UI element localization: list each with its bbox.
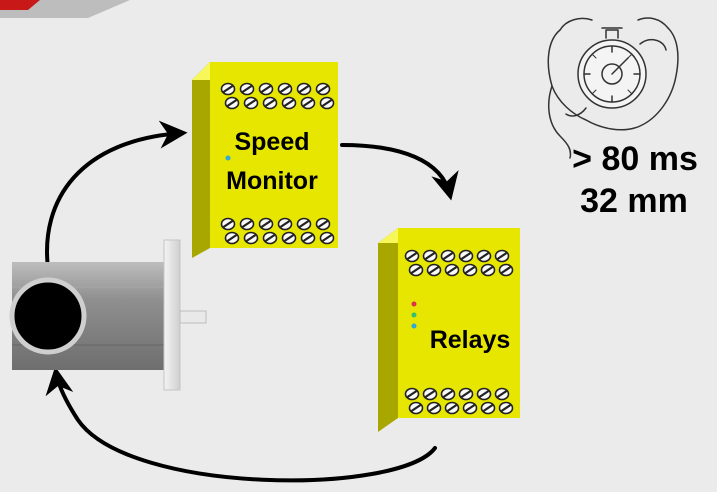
terminal-row-bottom — [220, 217, 335, 245]
terminal-screw — [224, 96, 240, 110]
terminal-screw — [408, 401, 424, 415]
relays-label: Relays — [430, 326, 511, 354]
terminal-screw — [315, 82, 331, 96]
corner-decoration — [0, 0, 130, 18]
status-led-cyan — [411, 323, 417, 329]
terminal-screw — [262, 231, 278, 245]
terminal-screw — [498, 263, 514, 277]
terminal-row-top — [404, 249, 514, 277]
stopping-distance-label: 32 mm — [580, 182, 688, 220]
terminal-screw — [315, 217, 331, 231]
terminal-screw — [239, 217, 255, 231]
speed-monitor-label-line1: Speed — [234, 128, 309, 156]
terminal-screw — [296, 217, 312, 231]
terminal-screw — [498, 401, 514, 415]
terminal-screw — [277, 82, 293, 96]
module-side — [378, 228, 398, 432]
response-time-label: > 80 ms — [572, 140, 698, 178]
terminal-screw — [422, 249, 438, 263]
status-led-red — [411, 301, 417, 307]
speed-monitor-module: Speed Monitor — [192, 62, 338, 258]
terminal-screw — [300, 231, 316, 245]
terminal-screw — [444, 263, 460, 277]
stopwatch-in-hand-icon — [547, 17, 679, 159]
terminal-screw — [462, 401, 478, 415]
terminal-screw — [476, 387, 492, 401]
terminal-screw — [426, 263, 442, 277]
status-led-green — [411, 312, 417, 318]
terminal-screw — [440, 249, 456, 263]
terminal-screw — [480, 263, 496, 277]
terminal-screw — [444, 401, 460, 415]
relays-module: Relays — [378, 228, 520, 432]
terminal-screw — [476, 249, 492, 263]
terminal-screw — [258, 217, 274, 231]
terminal-row-bottom — [404, 387, 514, 415]
terminal-screw — [239, 82, 255, 96]
terminal-screw — [258, 82, 274, 96]
arrow-relays-to-motor — [45, 366, 437, 483]
terminal-screw — [296, 82, 312, 96]
terminal-screw — [281, 231, 297, 245]
speed-monitor-label-line2: Monitor — [226, 167, 318, 195]
terminal-screw — [262, 96, 278, 110]
terminal-screw — [494, 387, 510, 401]
terminal-screw — [404, 387, 420, 401]
terminal-screw — [224, 231, 240, 245]
arrow-motor-to-monitor — [45, 120, 188, 270]
terminal-screw — [220, 217, 236, 231]
terminal-screw — [243, 231, 259, 245]
terminal-screw — [458, 387, 474, 401]
terminal-screw — [319, 231, 335, 245]
motor-end-cap — [9, 277, 87, 355]
terminal-screw — [404, 249, 420, 263]
terminal-screw — [300, 96, 316, 110]
terminal-screw — [408, 263, 424, 277]
terminal-row-top — [220, 82, 335, 110]
terminal-screw — [243, 96, 259, 110]
terminal-screw — [480, 401, 496, 415]
status-led — [225, 155, 231, 161]
terminal-screw — [458, 249, 474, 263]
terminal-screw — [440, 387, 456, 401]
module-side — [192, 62, 210, 258]
arrow-monitor-to-relays — [340, 143, 459, 201]
terminal-screw — [462, 263, 478, 277]
terminal-screw — [422, 387, 438, 401]
motor-shaft — [179, 310, 207, 324]
terminal-screw — [319, 96, 335, 110]
terminal-screw — [277, 217, 293, 231]
terminal-screw — [220, 82, 236, 96]
terminal-screw — [281, 96, 297, 110]
terminal-screw — [494, 249, 510, 263]
motor-flange — [163, 239, 181, 391]
feedback-loop-arrows — [45, 120, 459, 483]
terminal-screw — [426, 401, 442, 415]
electric-motor-icon — [9, 239, 207, 391]
